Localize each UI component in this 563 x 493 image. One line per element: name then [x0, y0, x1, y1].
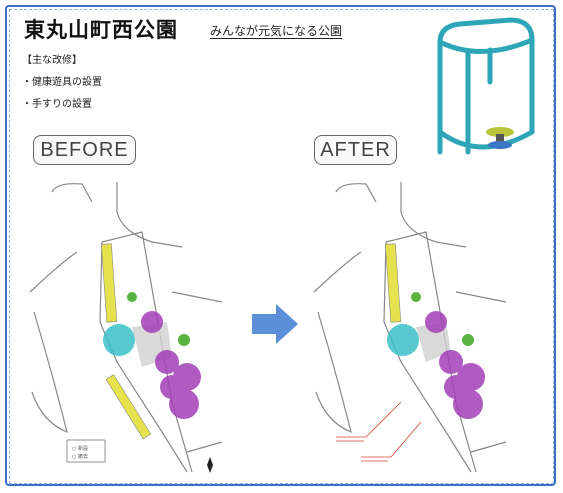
- north-arrow-icon: [207, 457, 213, 473]
- purple-tree-markers: [141, 311, 201, 419]
- green-markers: [411, 292, 474, 346]
- legend-item-removed: ○ 撤去: [72, 453, 88, 460]
- purple-tree-markers: [425, 311, 485, 419]
- notes-heading: 【主な改修】: [22, 55, 82, 66]
- before-park-map: ○ 新設 ○ 撤去: [29, 182, 223, 473]
- decorative-frame-inner: [9, 9, 554, 484]
- green-markers: [127, 292, 190, 346]
- map-legend: [66, 439, 106, 463]
- page-subtitle: みんなが元気になる公園: [210, 24, 343, 38]
- health-equipment-illustration: [437, 17, 535, 155]
- notes-item-equipment: ・健康遊具の設置: [22, 77, 102, 88]
- decorative-frame: [5, 5, 556, 486]
- before-label: BEFORE: [33, 135, 136, 165]
- legend-item-new: ○ 新設: [72, 445, 88, 452]
- spinner-disc-icon: [486, 127, 514, 149]
- after-park-map: [313, 182, 507, 473]
- before-to-after-arrow: [252, 304, 298, 344]
- page-title: 東丸山町西公園: [24, 18, 178, 42]
- cyan-equipment-area: [387, 322, 451, 362]
- renovation-notes: 【主な改修】 ・健康遊具の設置 ・手すりの設置: [22, 50, 102, 116]
- after-label: AFTER: [314, 135, 397, 165]
- red-annotation-marks: [336, 401, 422, 462]
- notes-item-handrail: ・手すりの設置: [22, 99, 92, 110]
